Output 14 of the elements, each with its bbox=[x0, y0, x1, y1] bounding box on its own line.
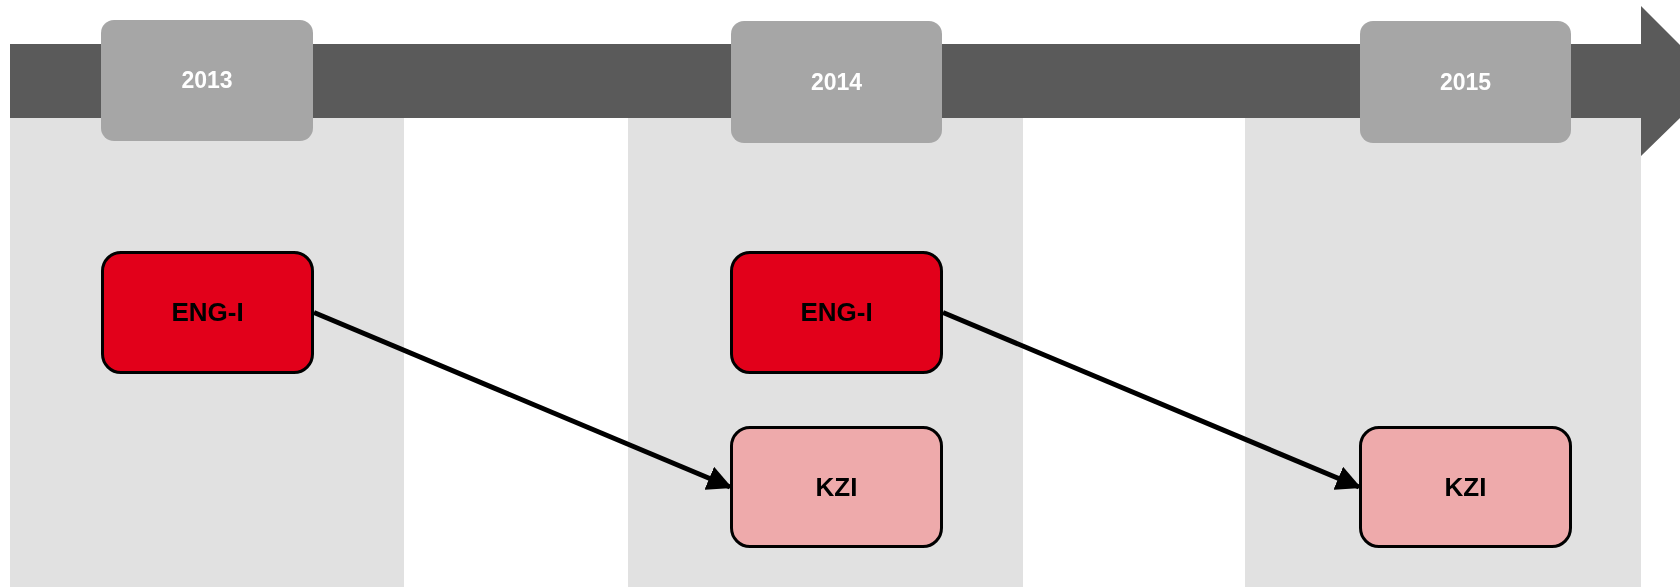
year-label: 2014 bbox=[810, 68, 863, 96]
process-box bbox=[730, 426, 943, 548]
box-label: KZI bbox=[815, 471, 858, 503]
year-badge bbox=[101, 20, 313, 141]
box-label: ENG-I bbox=[171, 297, 244, 328]
process-box bbox=[101, 251, 314, 374]
year-badge bbox=[731, 21, 942, 143]
year-badge bbox=[1360, 21, 1571, 143]
year-label: 2015 bbox=[1439, 68, 1492, 96]
box-label: ENG-I bbox=[800, 297, 873, 328]
process-box bbox=[730, 251, 943, 374]
process-box bbox=[1359, 426, 1572, 548]
box-label: KZI bbox=[1444, 471, 1487, 503]
year-label: 2013 bbox=[181, 67, 233, 94]
